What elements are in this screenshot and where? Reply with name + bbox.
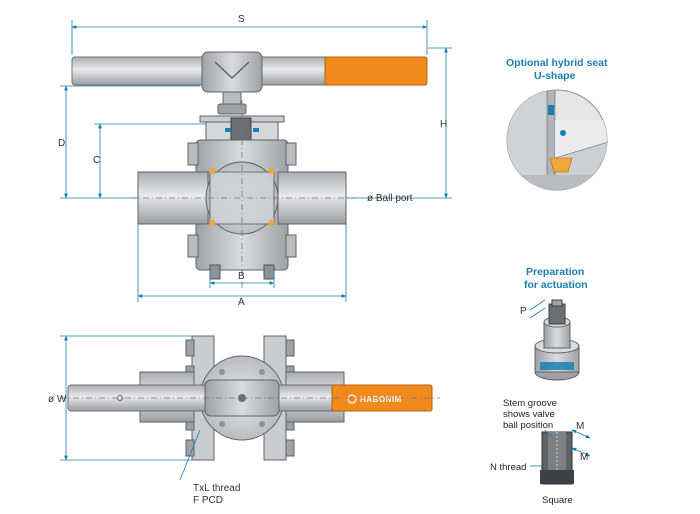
front-dimensions bbox=[60, 20, 452, 302]
stem-groove-line2: shows valve bbox=[503, 409, 555, 420]
actuation-title-line2: for actuation bbox=[524, 279, 588, 291]
m-label-bottom: M bbox=[580, 452, 588, 463]
dim-s-label: S bbox=[238, 14, 245, 25]
front-view bbox=[71, 51, 428, 290]
hybrid-seat-title-line2: U-shape bbox=[534, 70, 576, 82]
plan-dimensions bbox=[60, 335, 201, 481]
square-stem-detail bbox=[530, 429, 591, 485]
actuation-title-line1: Preparation bbox=[526, 266, 584, 278]
square-label: Square bbox=[542, 495, 573, 506]
brand-logo-icon bbox=[347, 394, 357, 404]
n-thread-label: N thread bbox=[490, 462, 526, 473]
dim-a-label: A bbox=[238, 297, 245, 308]
actuation-stem-detail bbox=[529, 299, 580, 381]
dim-c-label: C bbox=[93, 155, 100, 166]
stem-groove-line3: ball position bbox=[503, 420, 553, 431]
p-label: P bbox=[520, 306, 527, 317]
f-pcd-label: F PCD bbox=[193, 495, 223, 506]
dim-ball-port-label: ø Ball port bbox=[367, 193, 413, 204]
dim-d-label: D bbox=[58, 138, 65, 149]
txl-thread-label: TxL thread bbox=[193, 483, 240, 494]
brand-label: HABONIM bbox=[360, 395, 402, 404]
handle-grip bbox=[324, 56, 428, 86]
hybrid-seat-detail bbox=[506, 89, 608, 191]
stem-groove-line1: Stem groove bbox=[503, 398, 557, 409]
dim-w-label: ø W bbox=[48, 394, 67, 405]
dim-h-label: H bbox=[440, 119, 447, 130]
hybrid-seat-title-line1: Optional hybrid seat bbox=[506, 57, 608, 69]
handle-hub bbox=[201, 51, 263, 93]
m-label-top: M bbox=[576, 421, 584, 432]
plan-view: HABONIM bbox=[60, 335, 440, 461]
dim-b-label: B bbox=[238, 271, 245, 282]
